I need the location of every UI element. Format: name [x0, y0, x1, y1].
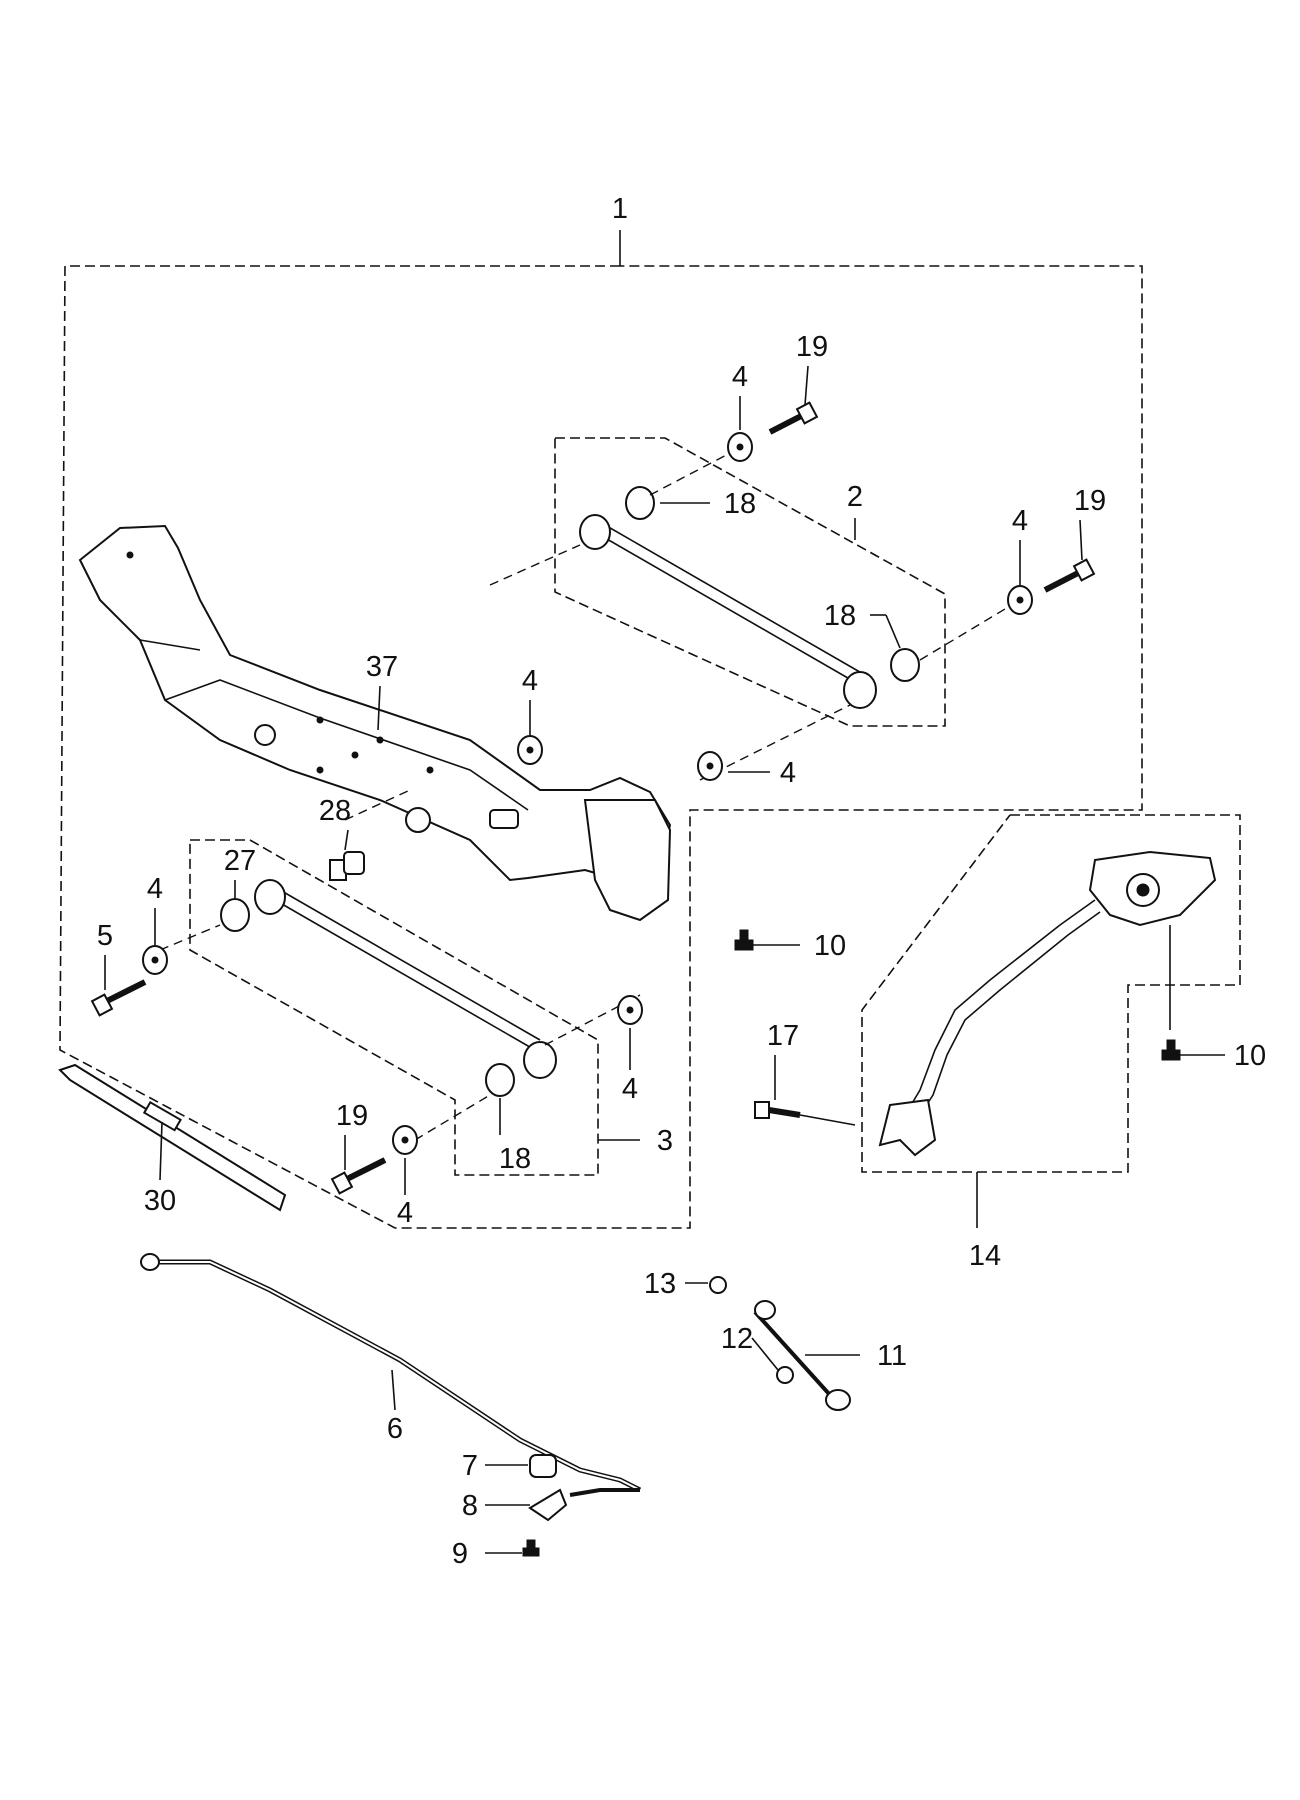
callout-19-a: 19: [796, 331, 828, 363]
trailing-arm-frame-14: [861, 814, 1241, 1228]
bushing-18-lower: [485, 1063, 515, 1097]
bolt-17: [754, 1101, 856, 1126]
callout-13: 13: [644, 1268, 676, 1300]
washer-4-g: [392, 1125, 418, 1155]
callout-7: 7: [462, 1450, 478, 1482]
callout-9: 9: [452, 1538, 468, 1570]
bolt-28: [329, 851, 365, 881]
callout-18-c: 18: [499, 1143, 531, 1175]
washer-4-f: [617, 995, 643, 1025]
callout-18-b: 18: [824, 600, 856, 632]
callout-5: 5: [97, 920, 113, 952]
washer-4-e: [142, 945, 168, 975]
nut-12: [776, 1366, 794, 1384]
bolt-10-b: [1161, 1039, 1181, 1061]
lateral-arm-3: [159, 789, 641, 1141]
callout-28: 28: [319, 795, 351, 827]
callout-4-b: 4: [1012, 505, 1028, 537]
callout-labels: 1 2 3 4 4 4 4 4 4 4 5 6 7 8 9 10 10 11 1…: [97, 193, 1266, 1570]
washer-4-b: [1007, 585, 1033, 615]
bushing-27: [220, 898, 250, 932]
upper-arm-frame-2: [554, 437, 946, 727]
bolt-9: [522, 1539, 540, 1557]
bushing-18-upper-left: [625, 486, 655, 520]
callout-19-b: 19: [1074, 485, 1106, 517]
bolt-19-a: [768, 401, 819, 435]
crossmember-37: [78, 524, 672, 922]
callout-17: 17: [767, 1020, 799, 1052]
callout-4-f: 4: [622, 1073, 638, 1105]
plate-30: [58, 1063, 287, 1212]
bolt-10-a: [734, 929, 754, 951]
callout-14: 14: [969, 1240, 1001, 1272]
bolt-19-c: [330, 1157, 387, 1195]
callout-19-c: 19: [336, 1100, 368, 1132]
washer-4-a: [727, 432, 753, 462]
trailing-arm-14: [878, 850, 1217, 1157]
callout-27: 27: [224, 845, 256, 877]
assembly-frame-1: [59, 230, 1143, 1229]
callout-37: 37: [366, 651, 398, 683]
callout-4-e: 4: [147, 873, 163, 905]
stabilizer-bushing-7: [529, 1454, 557, 1478]
washer-4-d: [697, 751, 723, 781]
lower-arm-frame-3: [189, 839, 640, 1176]
callout-11: 11: [877, 1340, 907, 1372]
callout-2: 2: [847, 481, 863, 513]
callout-1: 1: [612, 193, 628, 225]
bushing-18-upper-right: [890, 648, 920, 682]
stabilizer-link-11: [753, 1300, 851, 1411]
callout-12: 12: [721, 1323, 753, 1355]
callout-8: 8: [462, 1490, 478, 1522]
callout-4-c: 4: [522, 665, 538, 697]
bolt-19-b: [1043, 558, 1096, 593]
leader-lines: [104, 365, 1225, 1554]
callout-4-g: 4: [397, 1197, 413, 1229]
callout-3: 3: [657, 1125, 673, 1157]
callout-6: 6: [387, 1413, 403, 1445]
callout-30: 30: [144, 1185, 176, 1217]
washer-4-c: [517, 735, 543, 765]
stabilizer-bracket-8: [528, 1488, 568, 1522]
stabilizer-bar-6: [140, 1253, 642, 1497]
lateral-arm-2: [489, 439, 1021, 781]
bolt-5: [90, 979, 147, 1017]
callout-4-d: 4: [780, 757, 796, 789]
callout-18-a: 18: [724, 488, 756, 520]
callout-10-b: 10: [1234, 1040, 1266, 1072]
callout-10-a: 10: [814, 930, 846, 962]
callout-4-a: 4: [732, 361, 748, 393]
nut-13: [709, 1276, 727, 1294]
